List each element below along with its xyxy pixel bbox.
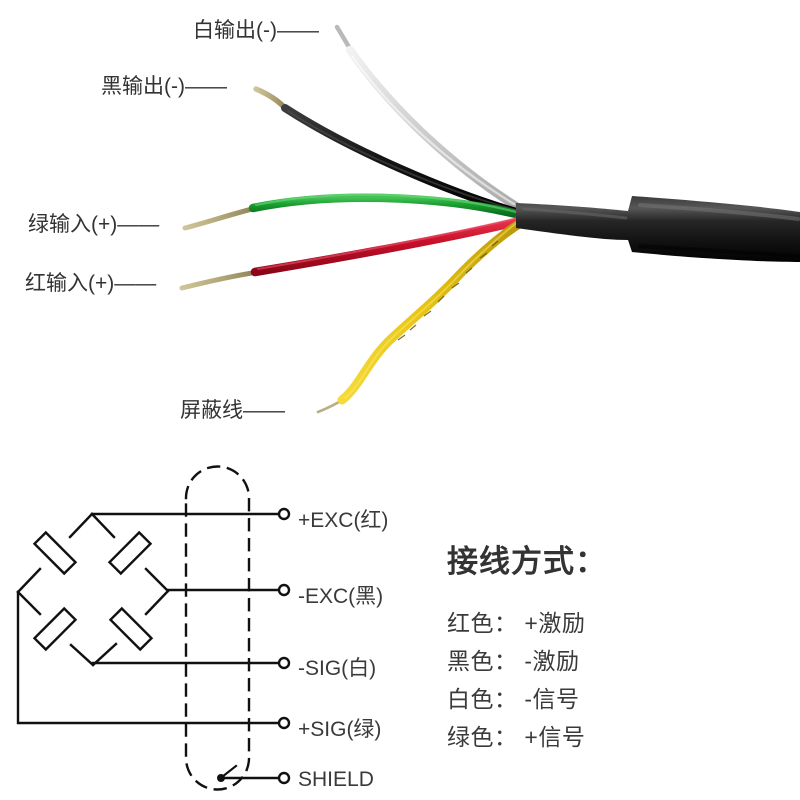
terminal-sig-pos [277, 716, 291, 730]
shield-wire [316, 217, 527, 414]
resistor-top-left [32, 530, 78, 576]
terminal-exc-neg [277, 583, 291, 597]
resistor-bottom-left [32, 606, 78, 652]
lead-sig-pos [16, 590, 280, 725]
shield-enclosure [184, 465, 251, 791]
legend-title: 接线方式： [447, 544, 607, 579]
wire-label-red: 红输入(+)—— [25, 272, 157, 295]
bridge-resistors [32, 530, 154, 652]
wire-label-green: 绿输入(+)—— [28, 213, 160, 236]
terminal-label-exc-neg: -EXC(黑) [298, 585, 384, 608]
terminal-exc-pos [277, 507, 291, 521]
terminal-label-sig-neg: -SIG(白) [298, 657, 377, 680]
legend-row-white: 白色： -信号 [447, 686, 580, 712]
wire-label-shield: 屏蔽线—— [180, 399, 285, 422]
legend-row-red: 红色： +激励 [447, 610, 586, 636]
cable-sheath [516, 196, 800, 262]
resistor-bottom-right [108, 606, 154, 652]
shield-tap-tick [220, 764, 238, 779]
wire-label-white: 白输出(-)—— [193, 19, 319, 42]
resistor-top-right [107, 530, 153, 576]
bridge-terminals [277, 507, 291, 785]
terminal-shield [277, 771, 291, 785]
shield-wire-printing [397, 240, 499, 341]
black-wire [253, 86, 524, 217]
terminal-label-sig-pos: +SIG(绿) [298, 718, 382, 741]
terminal-sig-neg [277, 656, 291, 670]
white-wire [334, 24, 524, 213]
terminal-label-exc-pos: +EXC(红) [298, 509, 389, 532]
legend-row-black: 黑色： -激励 [447, 648, 580, 674]
green-wire [182, 193, 525, 231]
legend-row-green: 绿色： +信号 [447, 724, 586, 750]
terminal-label-shield: SHIELD [298, 768, 374, 791]
wire-label-black: 黑输出(-)—— [101, 75, 227, 98]
bridge-arms [16, 512, 170, 667]
shield-junction-dot [217, 774, 225, 782]
red-wire [179, 216, 526, 291]
